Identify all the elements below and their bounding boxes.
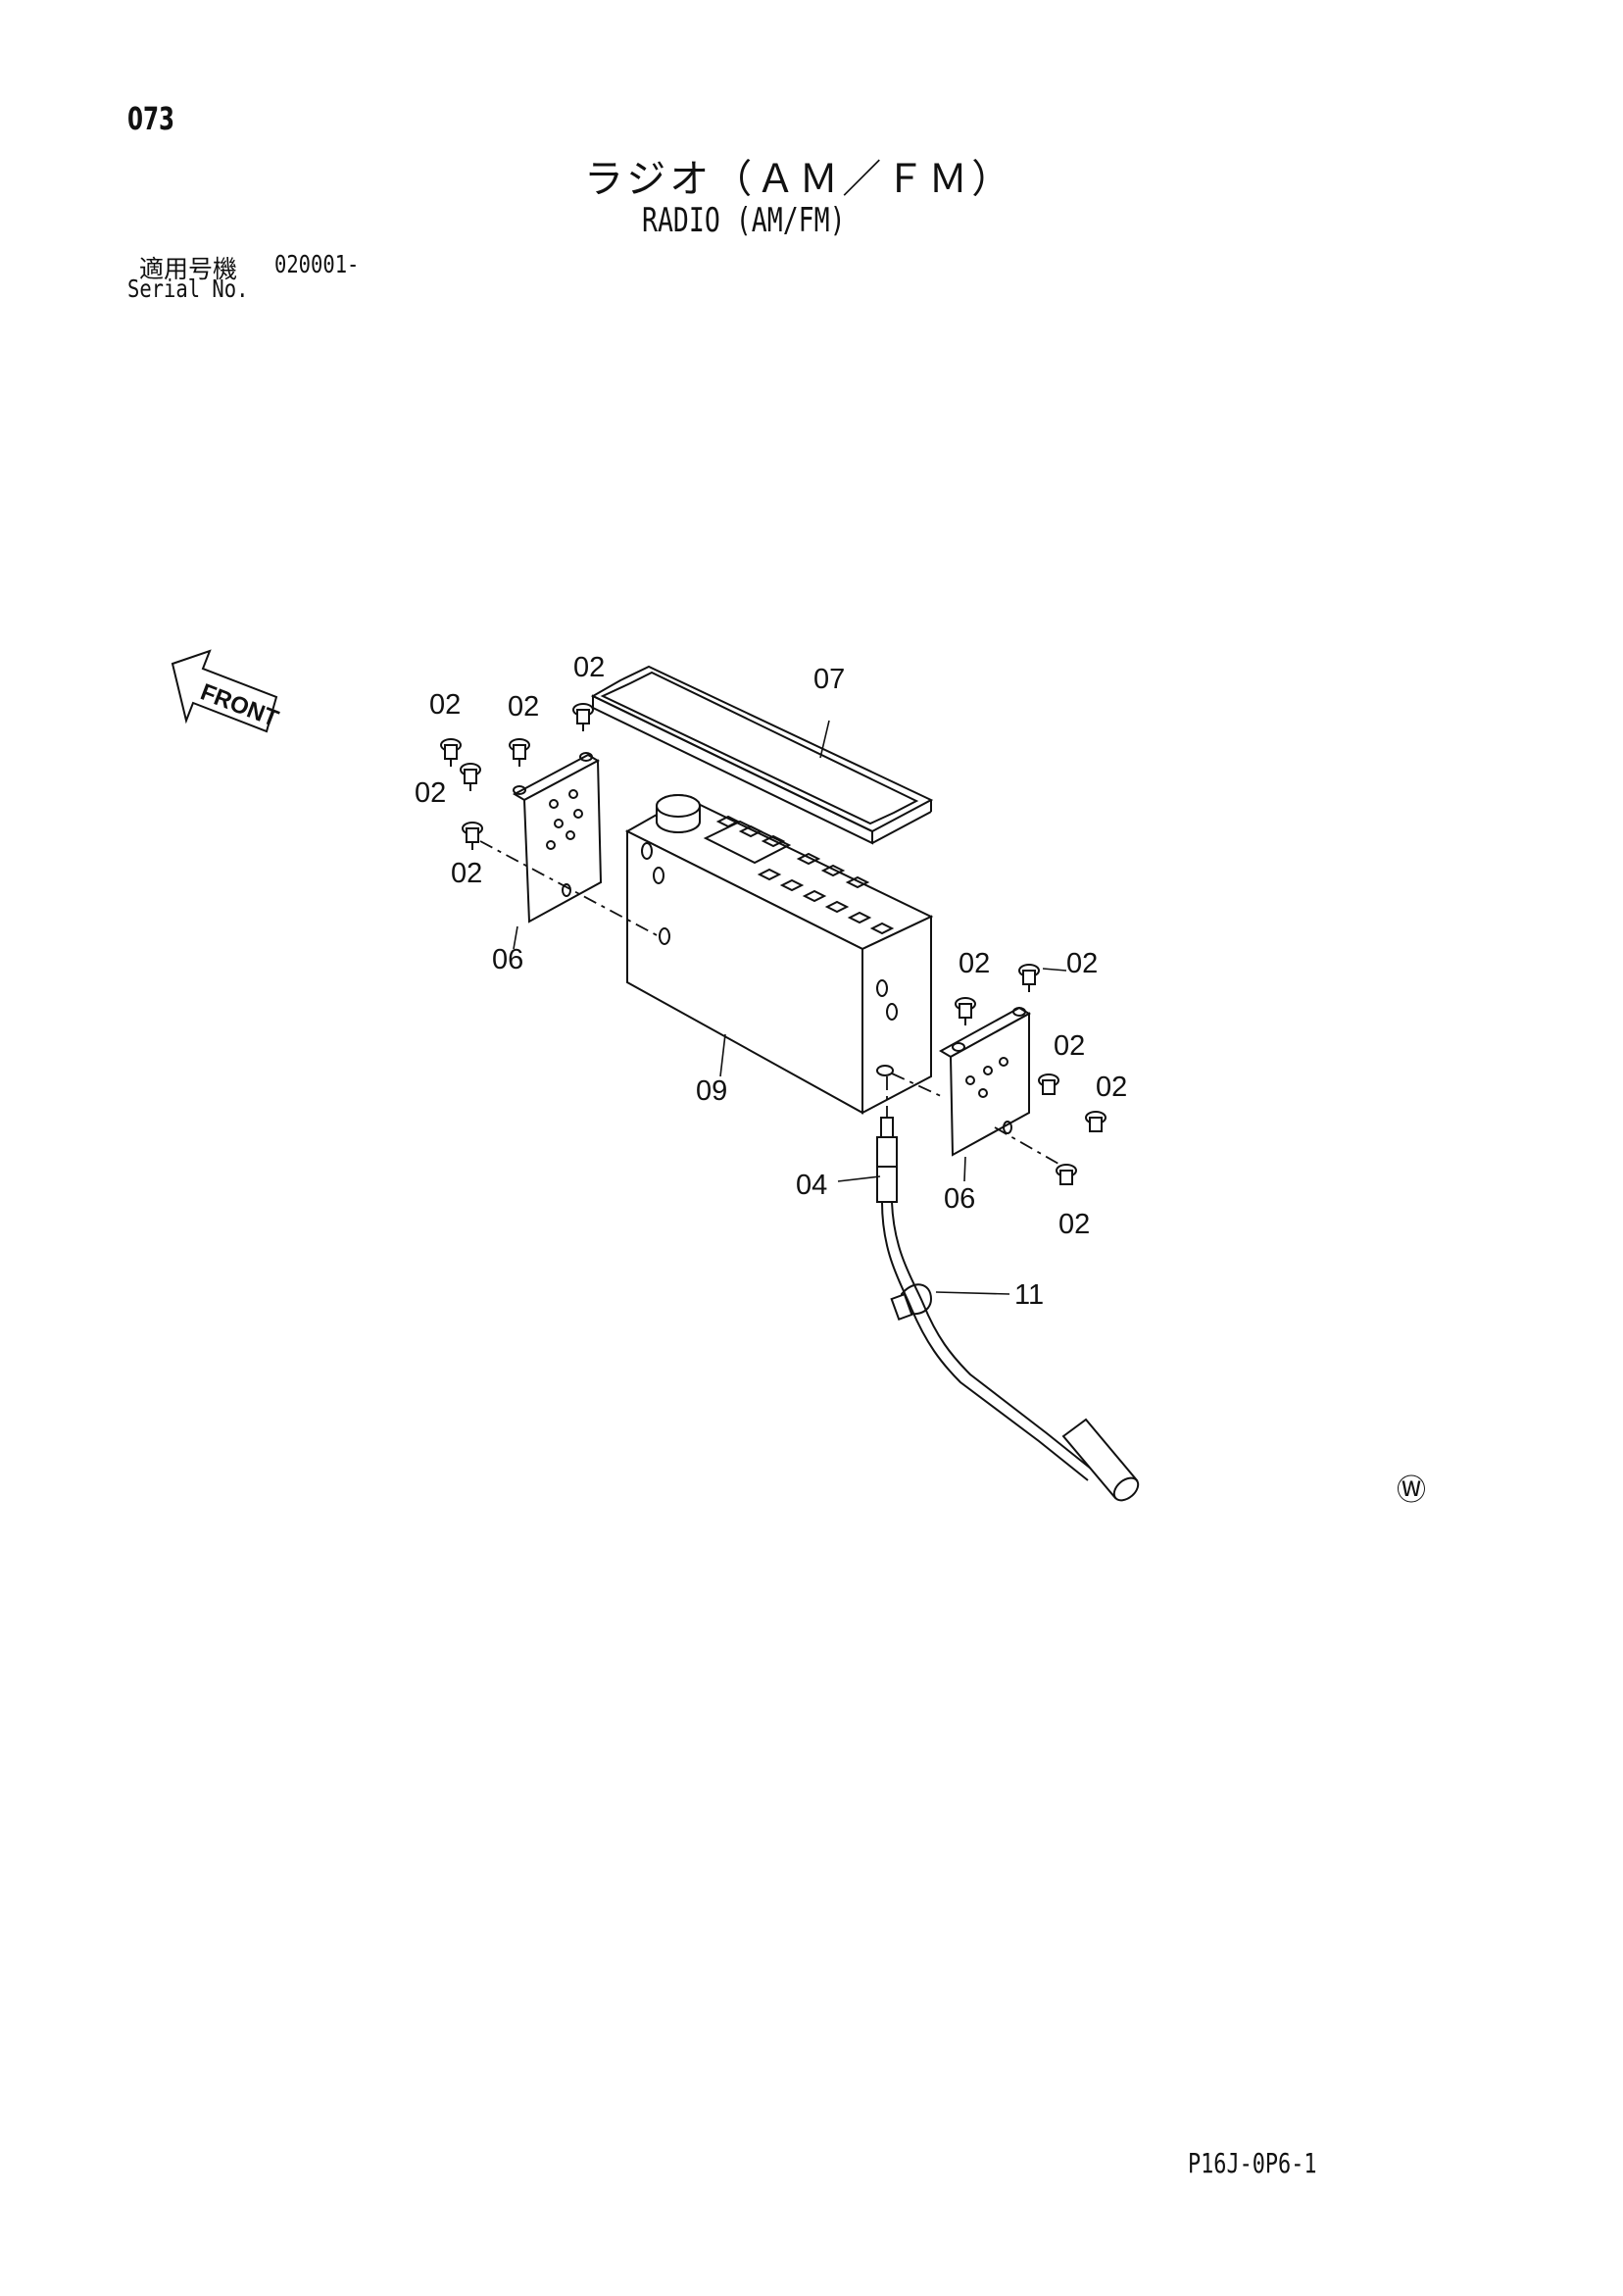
callout-02: 02 (959, 948, 990, 979)
callout-02: 02 (1066, 948, 1098, 979)
serial-label-japanese: 適用号機 (139, 255, 238, 283)
drawing-code: P16J-0P6-1 (1188, 2147, 1317, 2179)
radio-unit-part (624, 794, 934, 1115)
callout-02: 02 (508, 691, 539, 723)
left-bracket-part (512, 752, 603, 950)
page-title-english: RADIO (AM/FM) (642, 201, 846, 240)
antenna-cable-part (876, 1117, 1140, 1502)
front-direction-arrow: FRONT (171, 649, 282, 732)
callout-06: 06 (944, 1183, 975, 1215)
callout-04: 04 (796, 1170, 827, 1201)
callout-labels: 02 02 02 02 02 07 06 09 02 02 02 02 02 0… (415, 652, 1127, 1311)
watermark-w-symbol: Ⓦ (1397, 1473, 1426, 1508)
callout-07: 07 (813, 664, 845, 695)
callout-02: 02 (1096, 1072, 1127, 1103)
page-number: 073 (127, 100, 175, 137)
callout-02: 02 (1058, 1209, 1090, 1240)
serial-label-english: Serial No. (127, 275, 249, 303)
bolt-group (440, 703, 1107, 1185)
page-title-japanese: ラジオ（ＡＭ／ＦＭ） (584, 157, 1015, 202)
callout-02: 02 (573, 652, 605, 683)
callout-09: 09 (696, 1075, 727, 1107)
right-bracket-part (938, 1006, 1032, 1182)
callout-06: 06 (492, 944, 523, 975)
callout-02: 02 (451, 858, 482, 889)
callout-leader-lines (837, 968, 1067, 1295)
tray-part (590, 665, 934, 845)
assembly-centerlines (479, 840, 1059, 1165)
callout-02: 02 (429, 689, 461, 721)
callout-11: 11 (1014, 1279, 1044, 1311)
serial-number-value: 020001- (274, 250, 360, 278)
callout-02: 02 (1054, 1030, 1085, 1062)
callout-02: 02 (415, 777, 446, 809)
